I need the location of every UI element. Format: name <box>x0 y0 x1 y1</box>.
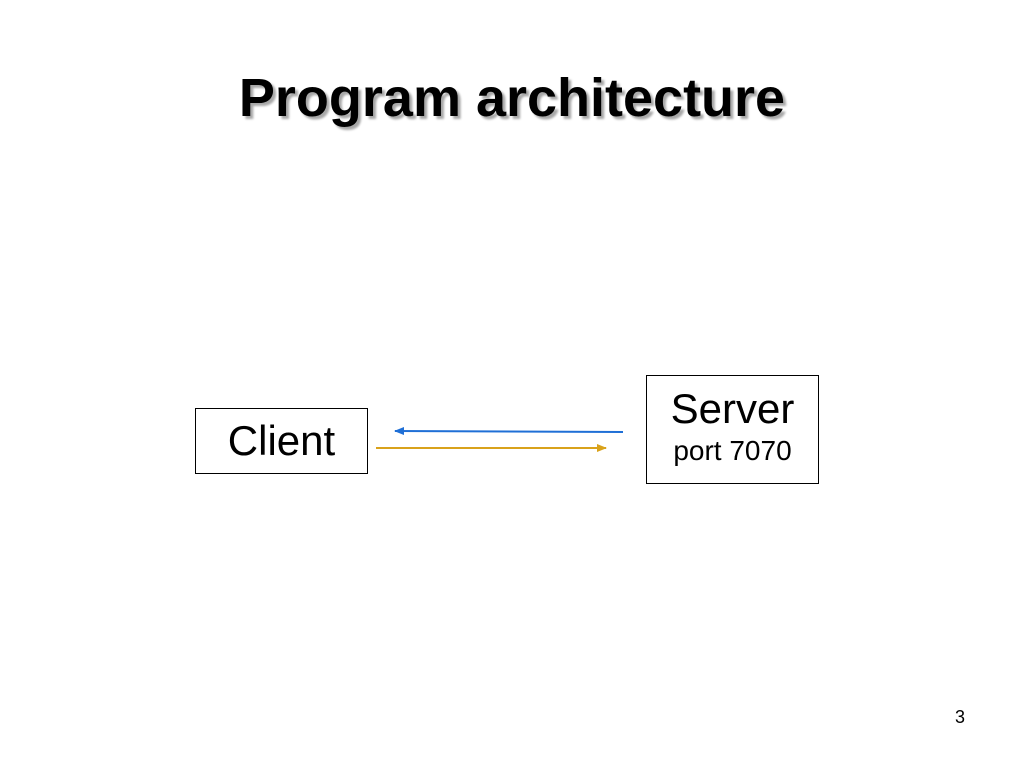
server-port-label: port 7070 <box>673 435 792 466</box>
client-box: Client <box>195 408 368 474</box>
slide-title: Program architecture <box>238 68 786 128</box>
server-box: Server port 7070 <box>646 375 819 484</box>
server-to-client-arrow <box>394 427 624 436</box>
server-label: Server <box>670 385 795 432</box>
page-number: 3 <box>954 707 965 727</box>
client-label: Client <box>227 417 336 464</box>
